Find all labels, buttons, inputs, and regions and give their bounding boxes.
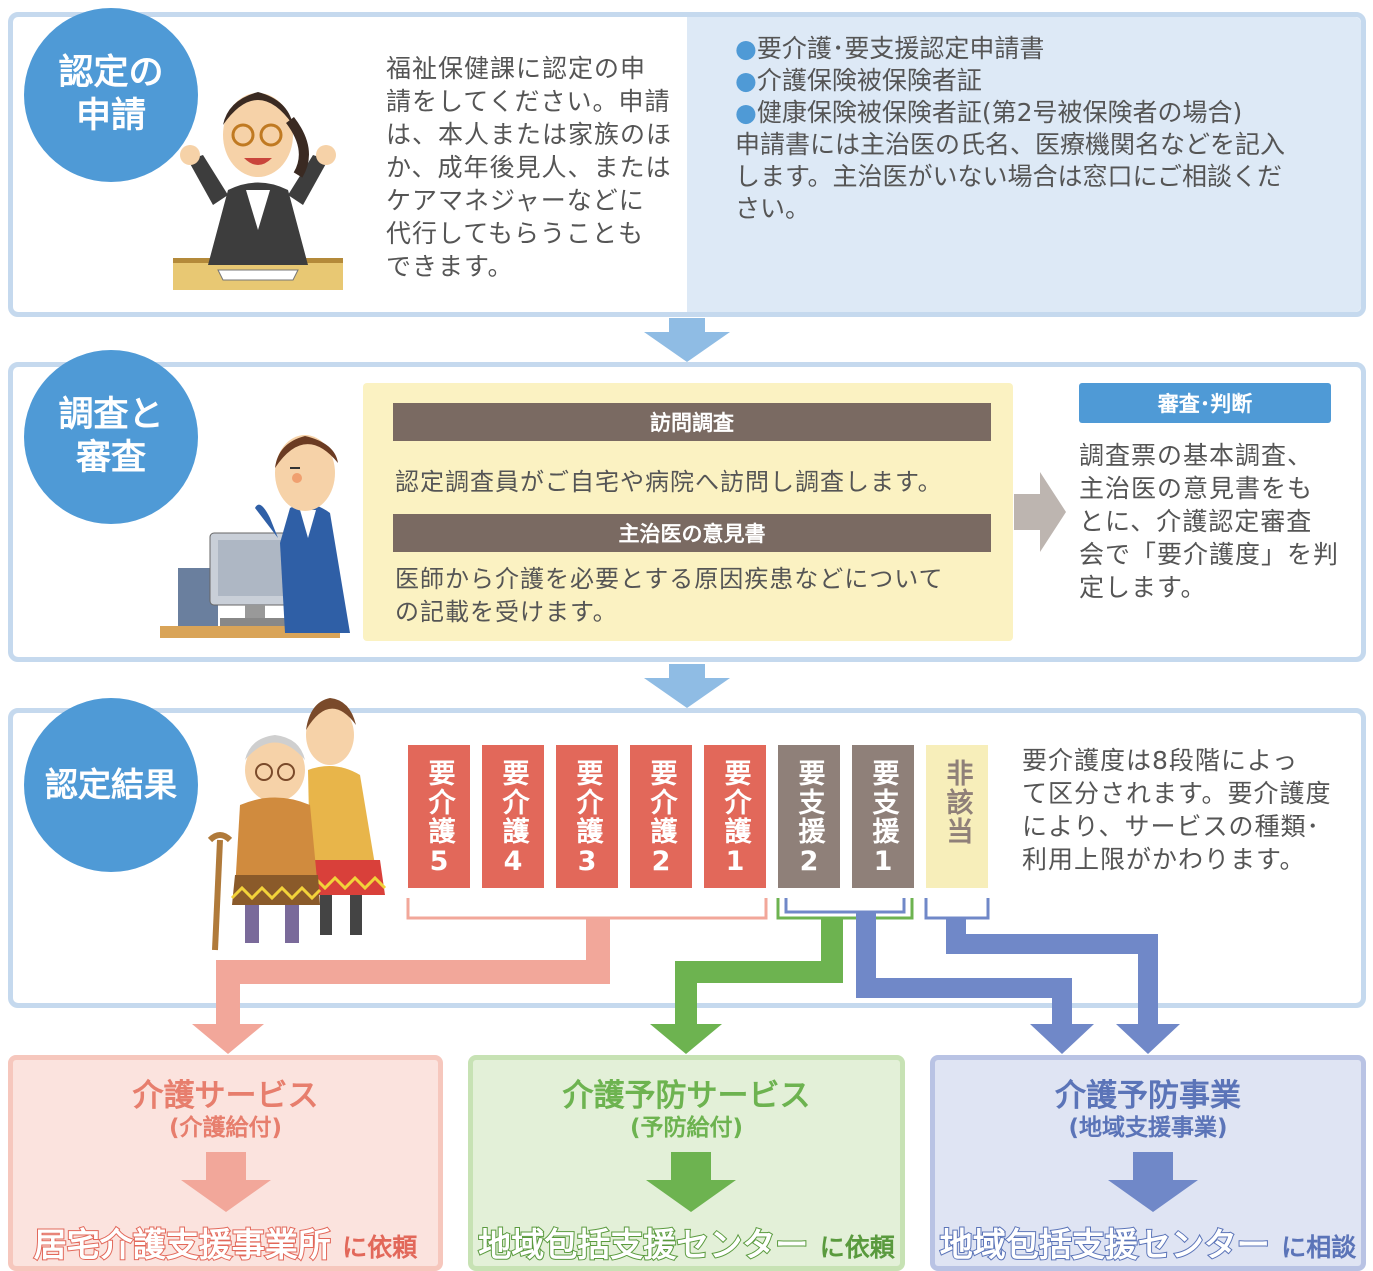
doctor-opinion-text: 医師から介護を必要とする原因疾患などについて の記載を受けます。 [395, 565, 944, 626]
outcome-prevention-service: 介護予防サービス (予防給付) 地域包括支援センター に依頼 [468, 1055, 905, 1271]
step2-title: 調査と 審査 [58, 395, 164, 478]
outcome-destination: 居宅介護支援事業所 に依頼 [33, 1224, 418, 1265]
step1-info-box [687, 17, 1361, 312]
outcome-kaigo-service: 介護サービス (介護給付) 居宅介護支援事業所 に依頼 [8, 1055, 443, 1271]
outcome-subtitle: (介護給付) [168, 1115, 283, 1141]
outcome-subtitle: (地域支援事業) [1068, 1115, 1228, 1141]
bullet-icon: ● [735, 98, 757, 127]
visit-survey-text: 認定調査員がご自宅や病院へ訪問し調査します。 [395, 468, 943, 496]
step2-title-circle: 調査と 審査 [24, 350, 198, 524]
outcome-title: 介護予防サービス [562, 1078, 811, 1114]
down-arrow-icon [1108, 1152, 1198, 1212]
step1-title-circle: 認定の 申請 [24, 8, 198, 182]
bullet-icon: ● [735, 34, 757, 63]
outcome-destination: 地域包括支援センター に相談 [939, 1224, 1357, 1265]
doctor-opinion-header: 主治医の意見書 [393, 514, 991, 552]
review-text: 調査票の基本調査、 主治医の意見書をも とに、介護認定審査 会で「要介護度」を判… [1079, 441, 1340, 602]
down-arrow-icon [644, 664, 730, 708]
level-kaigo-1: 要介護1 [704, 745, 766, 888]
level-kaigo-2: 要介護2 [630, 745, 692, 888]
level-kaigo-5: 要介護5 [408, 745, 470, 888]
level-shien-1: 要支援1 [852, 745, 914, 888]
step3-title-circle: 認定結果 [24, 698, 198, 872]
level-kaigo-3: 要介護3 [556, 745, 618, 888]
level-higaito: 非該当 [926, 745, 988, 888]
elderly-couple-illustration [207, 698, 387, 951]
outcome-prevention-project: 介護予防事業 (地域支援事業) 地域包括支援センター に相談 [930, 1055, 1366, 1271]
applicant-illustration [173, 92, 343, 290]
review-header: 審査･判断 [1079, 383, 1331, 423]
step3-description: 要介護度は8段階によっ て区分されます。要介護度 により、サービスの種類･ 利用… [1022, 746, 1332, 874]
step1-description: 福祉保健課に認定の申 請をしてください。申請 は、本人または家族のほ か、成年後… [386, 54, 673, 281]
down-arrow-icon [646, 1152, 736, 1212]
right-arrow-icon [1014, 472, 1066, 552]
down-arrow-icon [181, 1152, 271, 1212]
outcome-destination: 地域包括支援センター に依頼 [477, 1224, 895, 1265]
outcome-title: 介護予防事業 [1055, 1078, 1241, 1114]
level-shien-2: 要支援2 [778, 745, 840, 888]
step1-title: 認定の 申請 [58, 53, 164, 136]
visit-survey-header: 訪問調査 [393, 403, 991, 441]
document-item: ●健康保険被保険者証(第2号被保険者の場合) [735, 98, 1243, 127]
step3-title: 認定結果 [45, 764, 177, 804]
outcome-title: 介護サービス [132, 1078, 319, 1114]
down-arrow-icon [644, 318, 730, 362]
document-item: ●介護保険被保険者証 [735, 66, 982, 95]
bullet-icon: ● [735, 66, 757, 95]
outcome-subtitle: (予防給付) [629, 1115, 744, 1141]
step1-document-list: ●要介護･要支援認定申請書 ●介護保険被保険者証 ●健康保険被保険者証(第2号被… [735, 33, 1345, 225]
document-item: ●要介護･要支援認定申請書 [735, 34, 1045, 63]
step1-note: 申請書には主治医の氏名、医療機関名などを記入 します。主治医がいない場合は窓口に… [735, 130, 1286, 223]
level-kaigo-4: 要介護4 [482, 745, 544, 888]
investigator-illustration [160, 435, 350, 638]
